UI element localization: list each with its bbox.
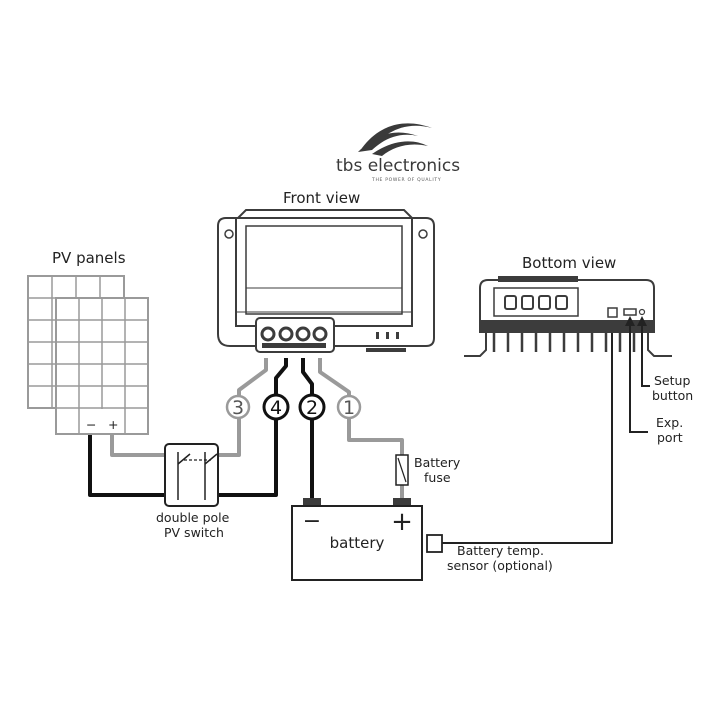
exp-port-arrow <box>629 322 648 433</box>
battery-fuse: Battery fuse <box>395 454 461 486</box>
pv-switch: double pole PV switch <box>156 443 230 540</box>
brand-tagline: THE POWER OF QUALITY <box>371 177 441 183</box>
logo-wave-icon-3 <box>372 141 428 156</box>
panel-plus-label: + <box>108 417 118 432</box>
front-view-title: Front view <box>283 189 360 207</box>
exp-port <box>623 308 637 316</box>
setup-label-1: Setup <box>654 373 690 388</box>
sensor-label-2: sensor (optional) <box>447 558 553 573</box>
battery-label: battery <box>330 534 385 552</box>
bottom-view-title: Bottom view <box>522 254 616 272</box>
wire-2 <box>301 358 314 498</box>
badge-2: 2 <box>298 393 326 421</box>
switch-label-2: PV switch <box>164 525 224 540</box>
brand-logo: tbs electronics THE POWER OF QUALITY <box>336 123 460 183</box>
terminal-2 <box>295 326 311 342</box>
badge-4-label: 4 <box>270 397 282 419</box>
pv-panel-front: − + <box>55 297 149 435</box>
wire-3 <box>110 432 165 457</box>
setup-button-arrow <box>641 322 650 387</box>
pv-panels-label: PV panels <box>52 249 126 267</box>
badge-2-label: 2 <box>306 397 318 419</box>
switch-label-1: double pole <box>156 510 230 525</box>
controller-front-view <box>217 209 435 353</box>
sensor-cable <box>442 320 613 544</box>
sensor-port <box>607 307 618 318</box>
badge-3-label: 3 <box>232 397 244 419</box>
wire-3b <box>218 358 268 457</box>
callout-arrows <box>629 322 650 433</box>
badge-4: 4 <box>262 393 290 421</box>
exp-arrow-head-icon <box>625 316 635 326</box>
brand-name: tbs electronics <box>336 156 460 176</box>
battery-minus-label: − <box>303 509 321 534</box>
controller-bottom-view <box>464 276 672 357</box>
wire-4b <box>218 358 288 497</box>
terminal-1 <box>312 326 328 342</box>
battery-plus-label: + <box>391 507 413 537</box>
setup-button <box>638 308 646 316</box>
exp-label-1: Exp. <box>656 415 683 430</box>
sensor-label-1: Battery temp. <box>457 543 544 558</box>
battery: − + battery <box>291 498 423 581</box>
fuse-label-2: fuse <box>424 470 451 485</box>
badge-1-label: 1 <box>343 397 355 419</box>
fuse-label-1: Battery <box>414 455 461 470</box>
badge-1: 1 <box>336 394 362 420</box>
wire-4 <box>88 432 165 497</box>
setup-arrow-head-icon <box>637 316 647 326</box>
panel-minus-label: − <box>86 417 96 432</box>
badge-3: 3 <box>225 394 251 420</box>
setup-label-2: button <box>652 388 693 403</box>
wires <box>88 320 613 544</box>
logo-wave-icon-2 <box>362 123 432 148</box>
temp-sensor: Battery temp. sensor (optional) <box>426 534 553 573</box>
exp-label-2: port <box>657 430 683 445</box>
terminal-3 <box>260 326 276 342</box>
terminal-4 <box>278 326 294 342</box>
logo-wave-icon <box>358 132 418 152</box>
